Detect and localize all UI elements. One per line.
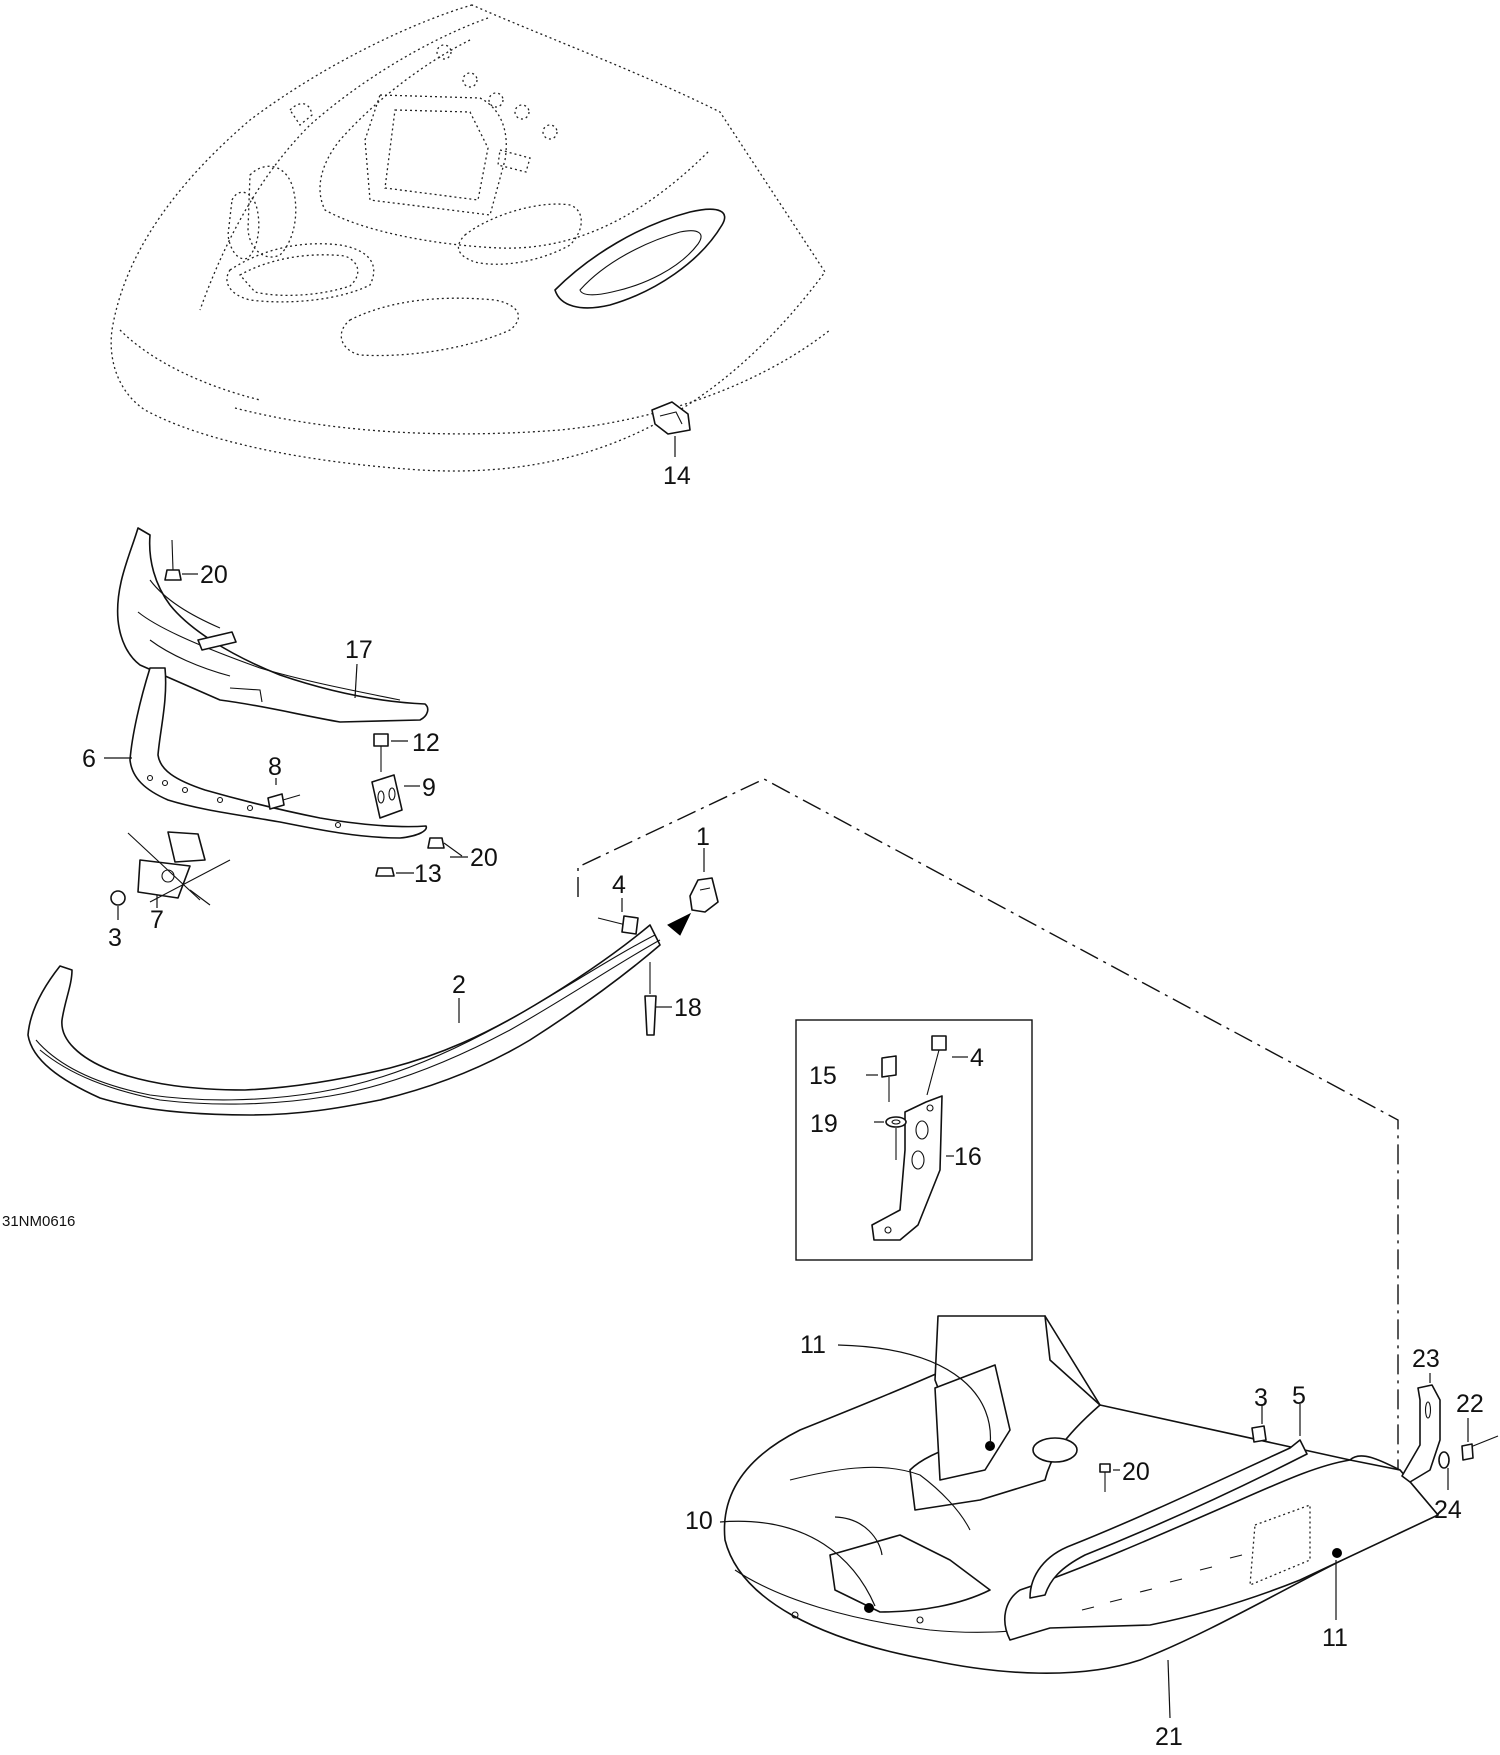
screw-part-18 <box>644 962 672 1036</box>
callout-2: 2 <box>452 971 466 999</box>
hood-clip-part-14 <box>651 401 691 457</box>
callout-21: 21 <box>1155 1723 1183 1751</box>
callout-18: 18 <box>674 994 702 1022</box>
washer-part-24 <box>1438 1451 1450 1490</box>
bracket-part-7 <box>127 831 231 908</box>
drawing-code: 31NM0616 <box>2 1213 75 1230</box>
rivet-part-8 <box>267 778 301 810</box>
callout-13: 13 <box>414 860 442 888</box>
callout-10: 10 <box>685 1507 713 1535</box>
hood-outline <box>110 4 831 472</box>
callout-19: 19 <box>810 1110 838 1138</box>
callout-16: 16 <box>954 1143 982 1171</box>
callout-1: 1 <box>696 823 710 851</box>
callout-17: 17 <box>345 636 373 664</box>
rivet-20-top <box>164 539 198 581</box>
callout-23: 23 <box>1412 1345 1440 1373</box>
callout-24: 24 <box>1434 1496 1462 1524</box>
callout-22: 22 <box>1456 1390 1484 1418</box>
callout-7: 7 <box>150 906 164 934</box>
assembly-reference-line <box>577 778 1399 1470</box>
bracket-part-9 <box>371 774 420 819</box>
front-fascia-part-17 <box>116 527 429 723</box>
rail-part-5 <box>1029 1404 1308 1599</box>
callout-4-detail: 4 <box>970 1044 984 1072</box>
callout-4-bumper: 4 <box>612 871 626 899</box>
callout-11-lower: 11 <box>1322 1624 1348 1652</box>
callout-3-left: 3 <box>108 924 122 952</box>
callout-6: 6 <box>82 745 96 773</box>
bumper-frame-part-6 <box>104 667 428 839</box>
bolt-part-4-bumper <box>597 898 639 935</box>
callout-5: 5 <box>1292 1382 1306 1410</box>
callout-9: 9 <box>422 774 436 802</box>
callout-11-upper: 11 <box>800 1331 826 1359</box>
callout-20-right: 20 <box>1122 1458 1150 1486</box>
belly-pan-part-21 <box>719 1315 1439 1719</box>
screw-part-22 <box>1461 1418 1499 1461</box>
rivet-20-mid <box>427 837 468 858</box>
bracket-detail <box>866 1035 968 1241</box>
callout-20-top: 20 <box>200 561 228 589</box>
callout-8: 8 <box>268 753 282 781</box>
callout-12: 12 <box>412 729 440 757</box>
bracket-part-23 <box>1401 1373 1441 1483</box>
rivet-20-right <box>1099 1463 1120 1492</box>
callout-20-mid: 20 <box>470 844 498 872</box>
callout-14: 14 <box>663 462 691 490</box>
nut-part-13 <box>375 867 414 877</box>
clip-part-1 <box>667 848 719 936</box>
callout-3-right: 3 <box>1254 1384 1268 1412</box>
bumper-part-2 <box>27 924 661 1116</box>
bolt-part-12 <box>373 733 408 772</box>
nut-part-3-right <box>1251 1406 1267 1443</box>
nut-part-3-left <box>110 890 126 920</box>
callout-15: 15 <box>809 1062 837 1090</box>
